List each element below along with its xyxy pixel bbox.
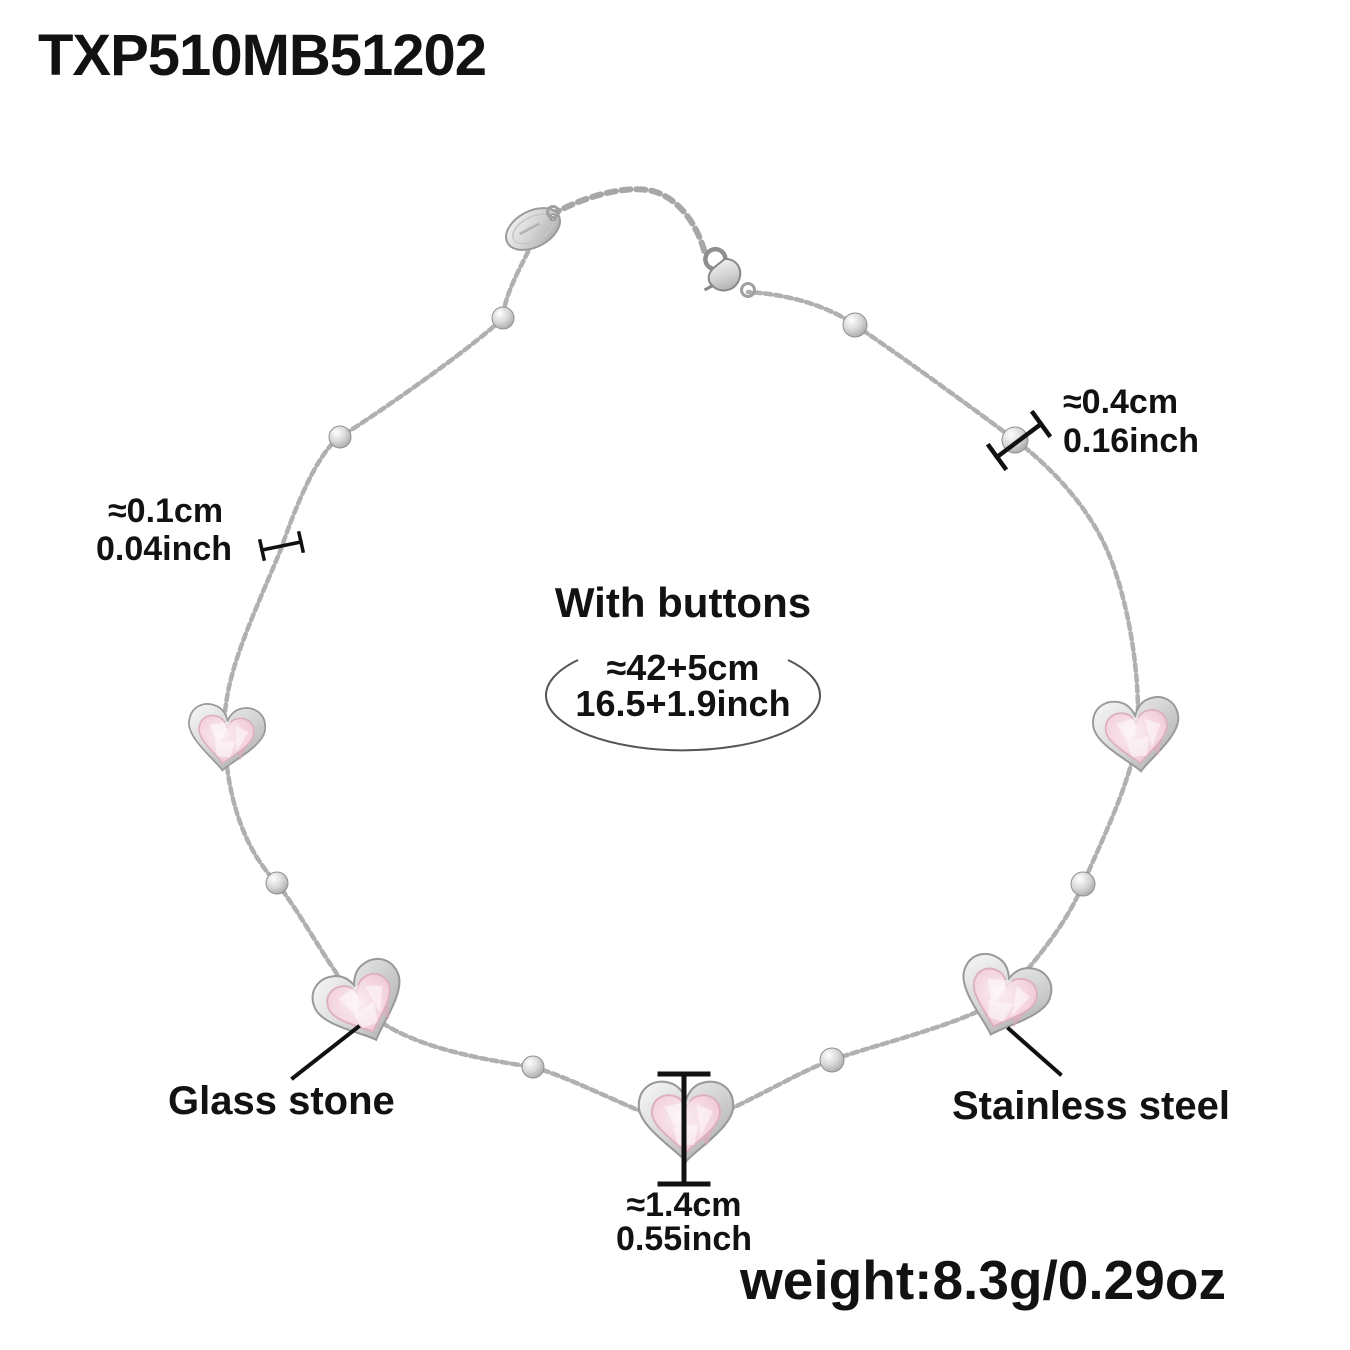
length-cm: ≈42+5cm bbox=[606, 647, 760, 688]
bead-measure-bracket bbox=[985, 409, 1053, 472]
spacer-bead bbox=[491, 306, 515, 330]
spacer-bead bbox=[265, 871, 289, 895]
weight-label: weight:8.3g/0.29oz bbox=[740, 1249, 1226, 1311]
metal-pointer-line bbox=[1006, 1026, 1063, 1077]
spacer-bead bbox=[1070, 871, 1096, 897]
spacer-bead bbox=[842, 312, 868, 338]
lobster-clasp bbox=[703, 246, 742, 292]
stone-pointer-line bbox=[290, 1024, 361, 1081]
bead-size-inch: 0.16inch bbox=[1063, 422, 1200, 460]
bead-size-cm: ≈0.4cm bbox=[1063, 383, 1179, 421]
clasp-jump-ring bbox=[740, 282, 756, 298]
heart-pendant-lower-left bbox=[304, 951, 420, 1058]
pendant-size-inch: 0.55inch bbox=[615, 1220, 753, 1258]
length-ellipse bbox=[545, 659, 821, 752]
spacer-bead bbox=[328, 425, 352, 449]
link-size-inch: 0.04inch bbox=[96, 530, 233, 568]
product-code: TXP510MB51202 bbox=[38, 23, 487, 88]
pendant-size-cm: ≈1.4cm bbox=[626, 1186, 742, 1224]
length-inch: 16.5+1.9inch bbox=[575, 683, 791, 724]
tag-jump-ring bbox=[546, 205, 560, 219]
length-title: With buttons bbox=[554, 579, 812, 626]
metal-label: Stainless steel bbox=[952, 1084, 1230, 1128]
link-measure-bracket bbox=[257, 530, 306, 562]
spacer-bead bbox=[819, 1047, 845, 1073]
extender-chain bbox=[548, 186, 708, 257]
link-size-cm: ≈0.1cm bbox=[108, 492, 224, 530]
spacer-bead bbox=[521, 1055, 545, 1079]
spacer-beads bbox=[265, 306, 1096, 1079]
pendant-measure-line bbox=[657, 1071, 711, 1187]
heart-pendant-lower-right bbox=[946, 947, 1059, 1050]
stone-label: Glass stone bbox=[168, 1079, 395, 1123]
